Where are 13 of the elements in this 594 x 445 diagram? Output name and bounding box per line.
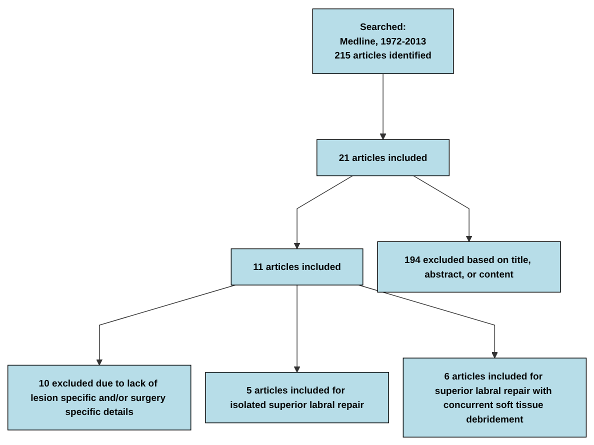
arrow [96, 284, 236, 365]
node-box: 10 excluded due to lack of lesion specific and/or surgery specific details [7, 364, 192, 430]
arrow [358, 284, 498, 358]
node-box: Searched: Medline, 1972-2013 215 articles identified [312, 8, 454, 74]
arrow [413, 174, 472, 242]
node-box: 11 articles included [230, 248, 364, 285]
node-box: 6 articles included for superior labral repair with concurrent soft tissue debridement [402, 357, 587, 437]
node-box: 194 excluded based on title, abstract, or content [377, 240, 561, 292]
arrow [380, 72, 386, 140]
node-box: 21 articles included [316, 138, 450, 176]
node-box: 5 articles included for isolated superior labral repair [205, 371, 389, 423]
arrow [294, 174, 353, 249]
arrow [294, 284, 300, 372]
